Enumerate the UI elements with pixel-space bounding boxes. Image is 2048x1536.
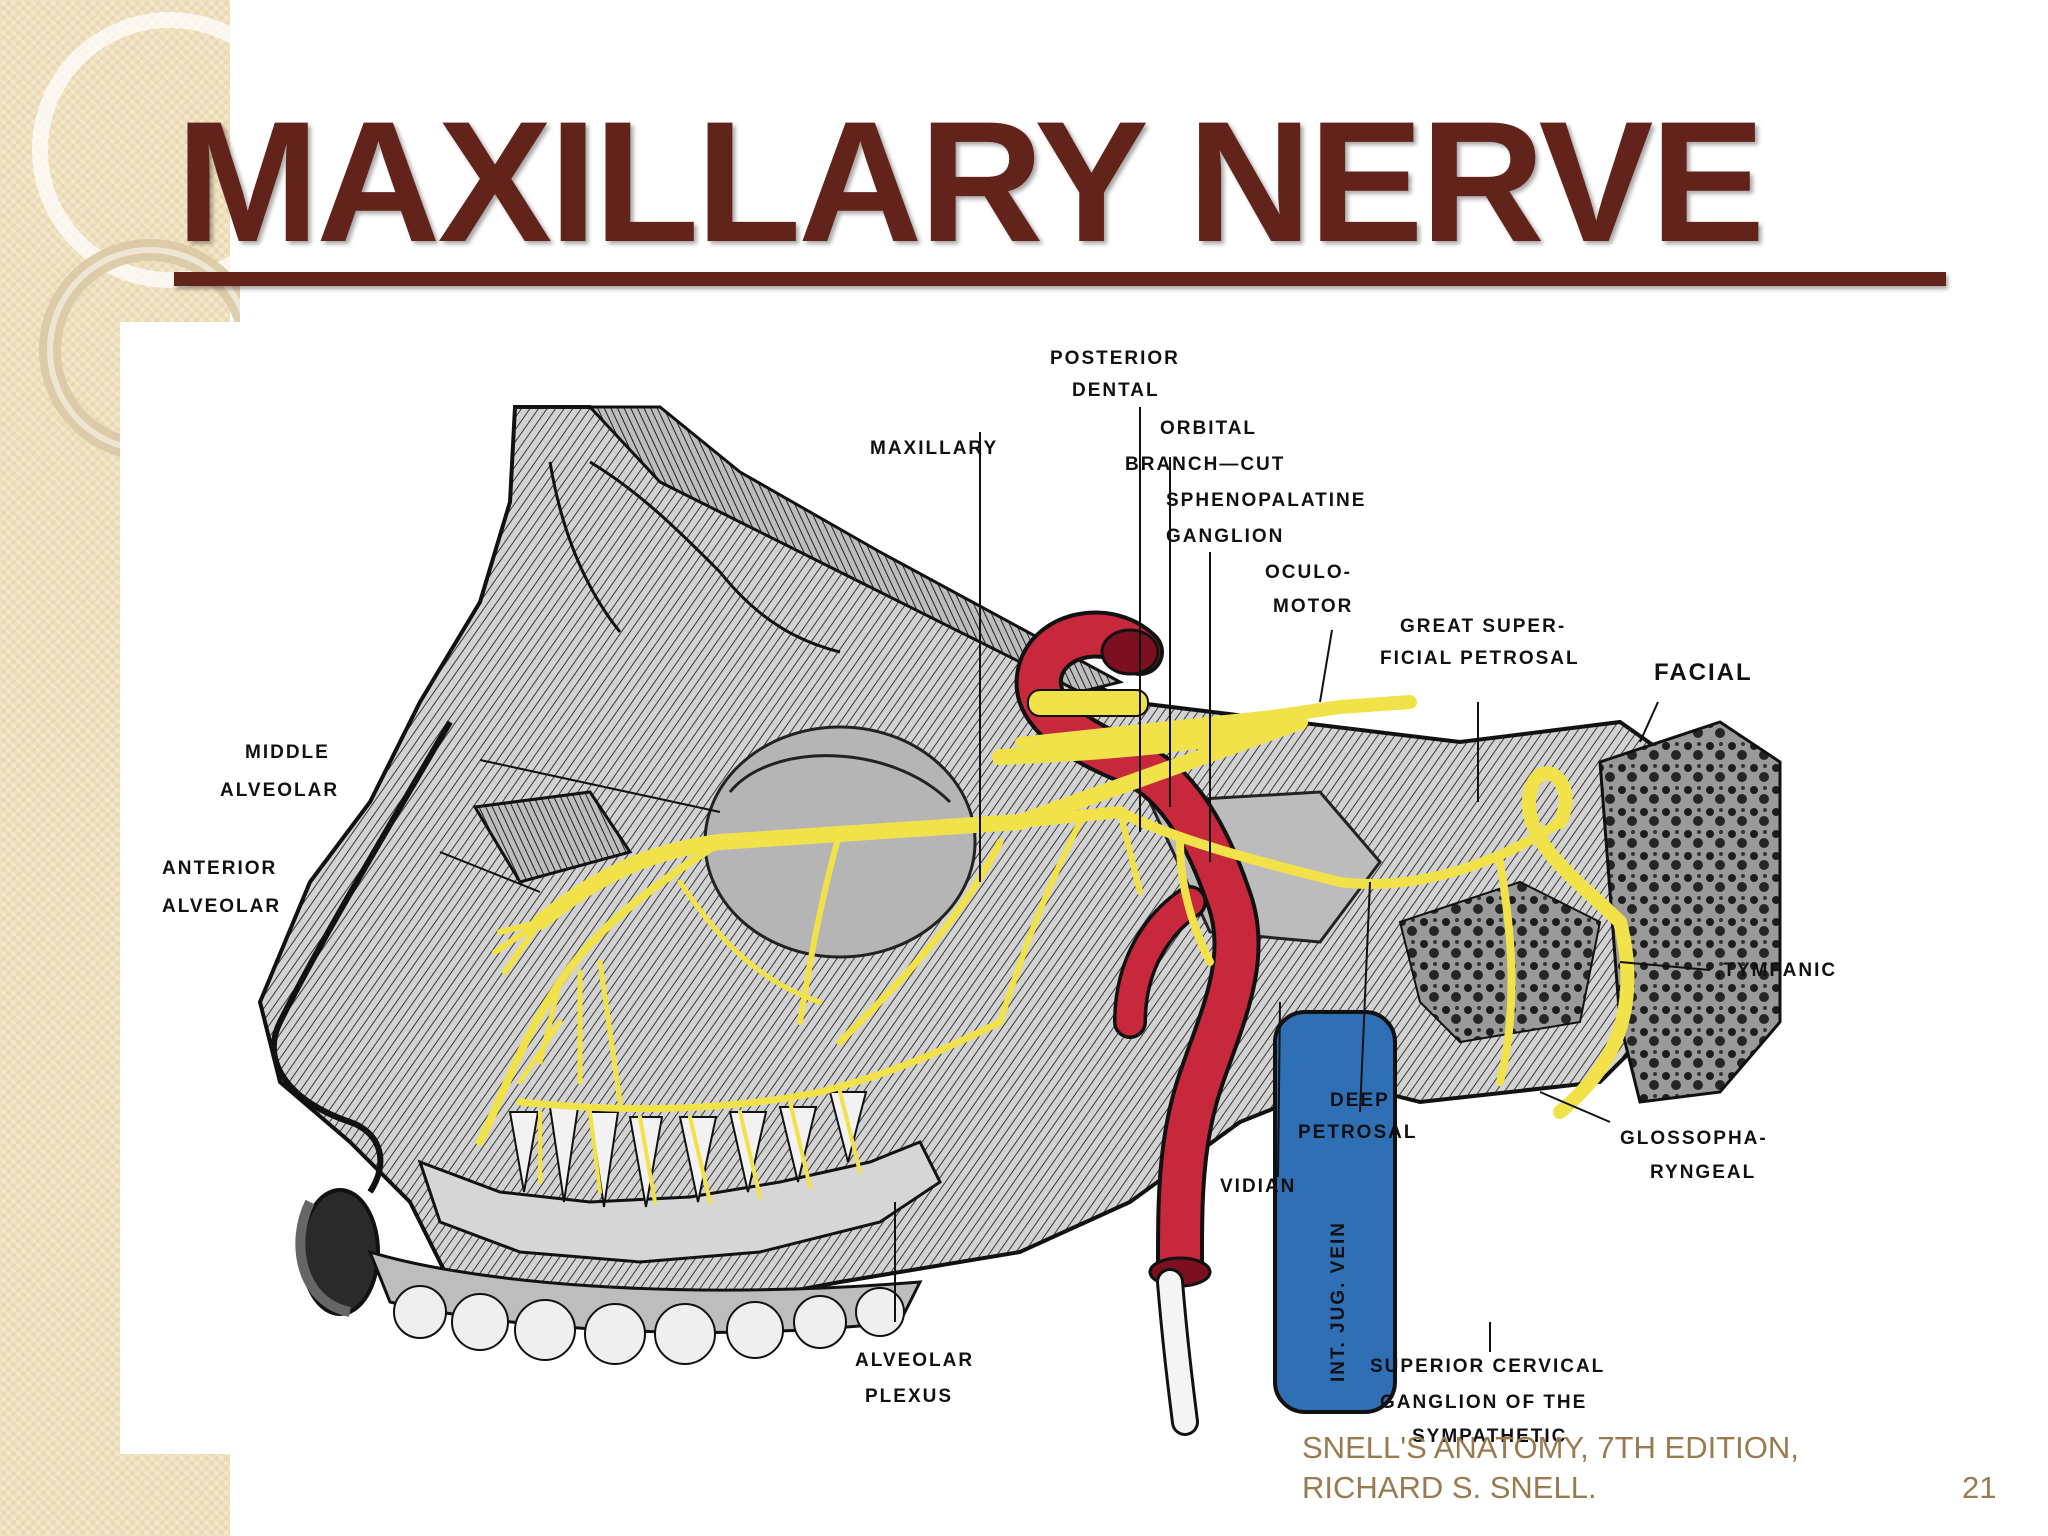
label-deep: DEEP [1330, 1090, 1390, 1111]
anatomy-illustration: POSTERIOR DENTAL MAXILLARY ORBITAL BRANC… [162, 348, 1837, 1447]
label-alveolar-middle: ALVEOLAR [220, 780, 339, 801]
nose-profile [270, 720, 453, 1317]
label-sphenopalatine: SPHENOPALATINE [1166, 490, 1366, 511]
label-great-super: GREAT SUPER- [1400, 616, 1566, 637]
internal-jugular-vein [1273, 1010, 1397, 1414]
label-tympanic: ,TYMPANIC [1716, 960, 1837, 981]
slide-title: MAXILLARY NERVE [176, 86, 1765, 278]
lower-teeth [367, 1249, 923, 1365]
label-ganglion: GANGLION [1166, 526, 1284, 547]
title-underline [174, 272, 1946, 286]
label-glossopha: GLOSSOPHA- [1620, 1128, 1768, 1149]
label-alveolar-plexus: ALVEOLAR [855, 1350, 974, 1371]
label-facial: FACIAL [1654, 659, 1753, 686]
label-branch-cut: BRANCH—CUT [1125, 454, 1285, 475]
internal-carotid-artery [1014, 610, 1261, 1288]
label-plexus: PLEXUS [865, 1386, 953, 1407]
label-leader-lines [439, 407, 1711, 1352]
oculomotor-nerve [1015, 689, 1305, 747]
citation-line-1: SNELL'S ANATOMY, 7TH EDITION, [1302, 1430, 1799, 1465]
upper-teeth [417, 1091, 942, 1264]
label-ficial-petrosal: FICIAL PETROSAL [1380, 648, 1580, 669]
page-number: 21 [1962, 1470, 1997, 1505]
label-sympathetic: SYMPATHETIC [1412, 1426, 1567, 1447]
label-dental: DENTAL [1072, 380, 1160, 401]
label-superior-cervical: SUPERIOR CERVICAL [1370, 1356, 1605, 1377]
label-maxillary: MAXILLARY [870, 438, 998, 459]
label-posterior: POSTERIOR [1050, 348, 1180, 369]
label-middle: MIDDLE [245, 742, 330, 763]
citation-line-2: RICHARD S. SNELL. [1302, 1470, 1597, 1505]
label-int-jug-vein: INT. JUG. VEIN [1328, 1221, 1349, 1382]
label-vidian: VIDIAN [1220, 1176, 1296, 1197]
label-ganglion-of-the: GANGLION OF THE [1380, 1392, 1587, 1413]
anatomical-labels: POSTERIOR DENTAL MAXILLARY ORBITAL BRANC… [162, 348, 1837, 1447]
label-oculo: OCULO- [1265, 562, 1352, 583]
sympathetic-trunk [1156, 1268, 1199, 1436]
label-anterior: ANTERIOR [162, 858, 277, 879]
label-orbital: ORBITAL [1160, 418, 1257, 439]
source-citation: SNELL'S ANATOMY, 7TH EDITION, RICHARD S.… [1302, 1428, 1799, 1508]
label-motor: MOTOR [1273, 596, 1353, 617]
label-petrosal-deep: PETROSAL [1298, 1122, 1417, 1143]
label-alveolar-anterior: ALVEOLAR [162, 896, 281, 917]
label-ryngeal: RYNGEAL [1650, 1162, 1756, 1183]
